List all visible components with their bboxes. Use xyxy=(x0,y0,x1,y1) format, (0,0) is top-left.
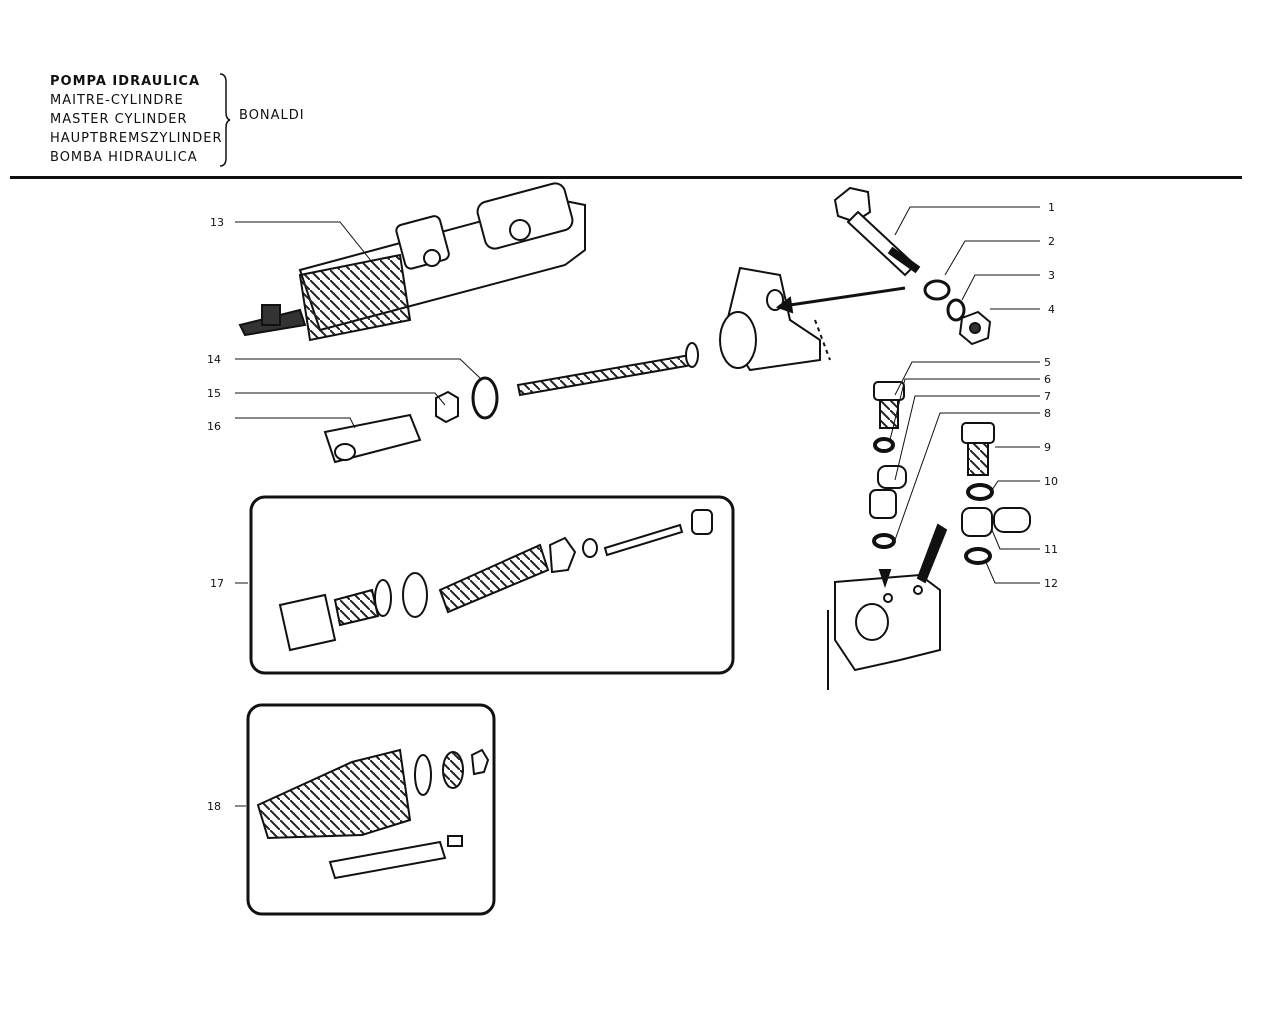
washer-10 xyxy=(966,483,994,501)
nut-15 xyxy=(435,390,459,424)
title-block: POMPA IDRAULICA MAITRE-CYLINDRE MASTER C… xyxy=(50,72,223,167)
push-rod xyxy=(516,342,699,397)
callout-8: 8 xyxy=(1044,407,1051,420)
spring-washer-3 xyxy=(946,298,966,322)
washer-6 xyxy=(873,437,895,453)
banjo-bolt-9 xyxy=(961,422,995,476)
callout-14: 14 xyxy=(207,353,221,366)
callout-6: 6 xyxy=(1044,373,1051,386)
callout-15: 15 xyxy=(207,387,221,400)
title-german: HAUPTBREMSZYLINDER xyxy=(50,131,223,146)
callout-10: 10 xyxy=(1044,475,1058,488)
callout-18: 18 xyxy=(207,800,221,813)
title-italian: POMPA IDRAULICA xyxy=(50,74,201,89)
banjo-union-7 xyxy=(869,465,907,519)
washer-2 xyxy=(923,279,951,301)
repair-kit-box-18 xyxy=(246,703,496,916)
banjo-bolt-5 xyxy=(873,381,905,429)
master-cylinder-assembly xyxy=(238,182,586,342)
internal-parts-box-17 xyxy=(249,495,735,675)
banjo-union-11 xyxy=(961,507,1031,537)
callout-2: 2 xyxy=(1048,235,1055,248)
callout-9: 9 xyxy=(1044,441,1051,454)
title-english: MASTER CYLINDER xyxy=(50,112,188,127)
cylinder-body-section xyxy=(827,523,948,690)
callout-17: 17 xyxy=(210,577,224,590)
callout-1: 1 xyxy=(1048,201,1055,214)
leader-lines xyxy=(235,206,1040,807)
callout-7: 7 xyxy=(1044,390,1051,403)
callout-16: 16 xyxy=(207,420,221,433)
title-spanish: BOMBA HIDRAULICA xyxy=(50,150,198,165)
callout-13: 13 xyxy=(210,216,224,229)
clevis-16 xyxy=(323,413,422,464)
title-french: MAITRE-CYLINDRE xyxy=(50,93,184,108)
washer-8 xyxy=(872,533,896,549)
circlip-14 xyxy=(471,376,499,420)
washer-12 xyxy=(964,547,992,565)
callout-5: 5 xyxy=(1044,356,1051,369)
nut-4 xyxy=(958,310,992,346)
callout-11: 11 xyxy=(1044,543,1058,556)
bolt-part xyxy=(833,186,921,277)
callout-4: 4 xyxy=(1048,303,1055,316)
cylinder-end xyxy=(719,266,906,372)
callout-3: 3 xyxy=(1048,269,1055,282)
callout-12: 12 xyxy=(1044,577,1058,590)
supplier-name: BONALDI xyxy=(239,108,305,123)
title-brace xyxy=(219,73,231,167)
header-rule xyxy=(10,176,1242,179)
